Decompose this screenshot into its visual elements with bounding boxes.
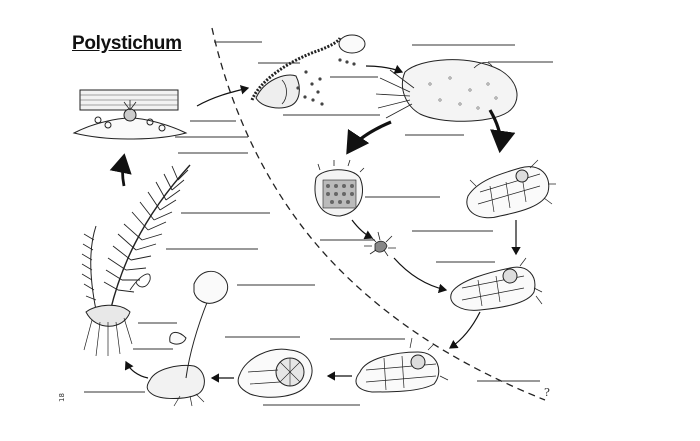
young-sporophyte — [146, 270, 229, 407]
fertilized-prothallus — [355, 337, 449, 393]
cycle-arrows — [109, 64, 521, 383]
mature-prothallus — [450, 257, 543, 311]
generation-divider — [211, 27, 546, 401]
young-prothallus — [375, 59, 518, 122]
sorus-cross-section — [72, 89, 188, 140]
antheridium — [314, 159, 365, 217]
label-lines — [84, 41, 553, 406]
antherozoid — [364, 231, 396, 257]
zygote-prothallus — [237, 348, 313, 398]
sporangium — [250, 34, 366, 109]
fern-sporophyte — [81, 164, 191, 357]
archegonium-filament — [466, 159, 556, 219]
diagram-title: Polystichum — [72, 33, 182, 54]
corner-mark: ? — [544, 386, 550, 399]
